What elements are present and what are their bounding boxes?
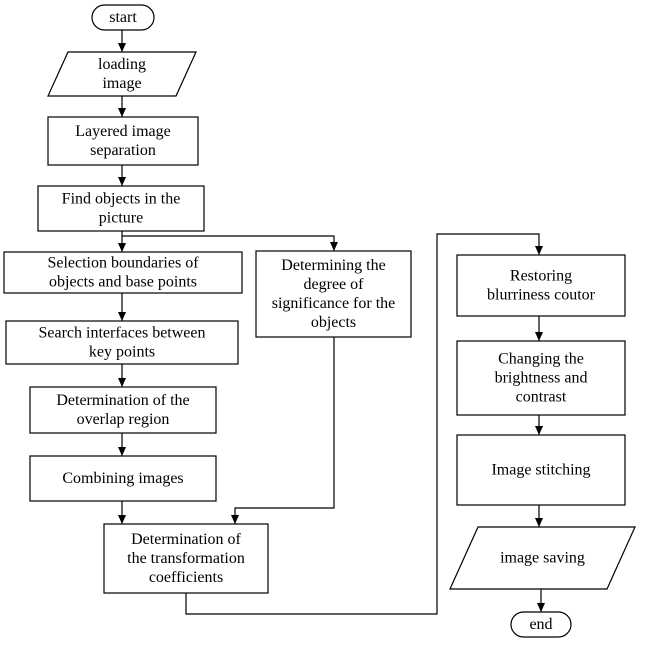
node-saving-shape	[449, 526, 636, 590]
node-saving-label-line-1: image saving	[500, 550, 585, 567]
node-transform-label-line-3: coefficients	[149, 569, 223, 586]
arrow-significance-to-transform	[231, 337, 335, 524]
node-start-shape	[91, 4, 155, 31]
node-selection-label-line-1: Selection boundaries of	[47, 255, 199, 272]
node-end: end	[510, 611, 572, 638]
node-significance-label-line-3: significance for the	[272, 295, 396, 312]
node-selection-label-line-2: objects and base points	[49, 274, 197, 291]
node-significance-label-line-2: degree of	[304, 276, 365, 293]
node-brightness: Changing the brightness and contrast	[456, 340, 626, 416]
node-find-label-line-1: Find objects in the	[62, 191, 181, 208]
node-start-label-line-1: start	[109, 9, 137, 26]
node-layered: Layered image separation	[47, 116, 199, 166]
node-loading-label-line-1: loading	[98, 56, 146, 73]
node-overlap-label-line-1: Determination of the	[56, 392, 189, 409]
node-find-label-line-2: picture	[99, 210, 143, 227]
node-search-shape	[5, 320, 239, 365]
node-brightness-label-line-2: brightness and	[495, 370, 588, 387]
node-selection-shape	[3, 251, 243, 294]
node-start: start	[91, 4, 155, 31]
node-transform-shape	[103, 523, 269, 594]
node-restoring-shape	[456, 254, 626, 317]
node-combining: Combining images	[29, 455, 217, 502]
node-brightness-label-line-3: contrast	[516, 389, 567, 406]
node-restoring: Restoring blurriness coutor	[456, 254, 626, 317]
flowchart-edges	[118, 30, 545, 615]
node-stitching: Image stitching	[456, 434, 626, 506]
node-find: Find objects in the picture	[37, 185, 205, 232]
node-combining-shape	[29, 455, 217, 502]
node-overlap-shape	[29, 386, 217, 434]
node-layered-label-line-1: Layered image	[75, 123, 171, 140]
node-combining-label-line-1: Combining images	[62, 470, 183, 487]
node-transform-label-line-2: the transformation	[127, 550, 245, 567]
node-overlap: Determination of the overlap region	[29, 386, 217, 434]
node-loading: loading image	[47, 51, 197, 97]
node-search-label-line-1: Search interfaces between	[38, 325, 205, 342]
node-brightness-shape	[456, 340, 626, 416]
node-search-label-line-2: key points	[89, 344, 155, 361]
node-significance-label-line-1: Determining the	[281, 257, 385, 274]
node-saving: image saving	[449, 526, 636, 590]
node-significance: Determining the degree of significance for…	[255, 250, 412, 338]
node-find-shape	[37, 185, 205, 232]
arrow-find-to-significance	[122, 235, 338, 251]
node-selection: Selection boundaries of objects and base …	[3, 251, 243, 294]
node-loading-shape	[47, 51, 197, 97]
node-end-shape	[510, 611, 572, 638]
node-layered-label-line-2: separation	[90, 142, 156, 159]
arrow-transform-to-restoring	[185, 233, 543, 615]
node-end-label-line-1: end	[529, 616, 552, 633]
node-restoring-label-line-2: blurriness coutor	[487, 287, 596, 304]
node-loading-label-line-2: image	[102, 75, 141, 92]
node-restoring-label-line-1: Restoring	[510, 268, 572, 285]
node-significance-shape	[255, 250, 412, 338]
node-transform: Determination of the transformation coeffi…	[103, 523, 269, 594]
node-overlap-label-line-2: overlap region	[77, 411, 170, 428]
node-brightness-label-line-1: Changing the	[498, 351, 584, 368]
node-search: Search interfaces between key points	[5, 320, 239, 365]
node-significance-label-line-4: objects	[311, 314, 356, 331]
node-layered-shape	[47, 116, 199, 166]
node-stitching-label-line-1: Image stitching	[491, 462, 590, 479]
node-stitching-shape	[456, 434, 626, 506]
node-transform-label-line-1: Determination of	[131, 531, 241, 548]
